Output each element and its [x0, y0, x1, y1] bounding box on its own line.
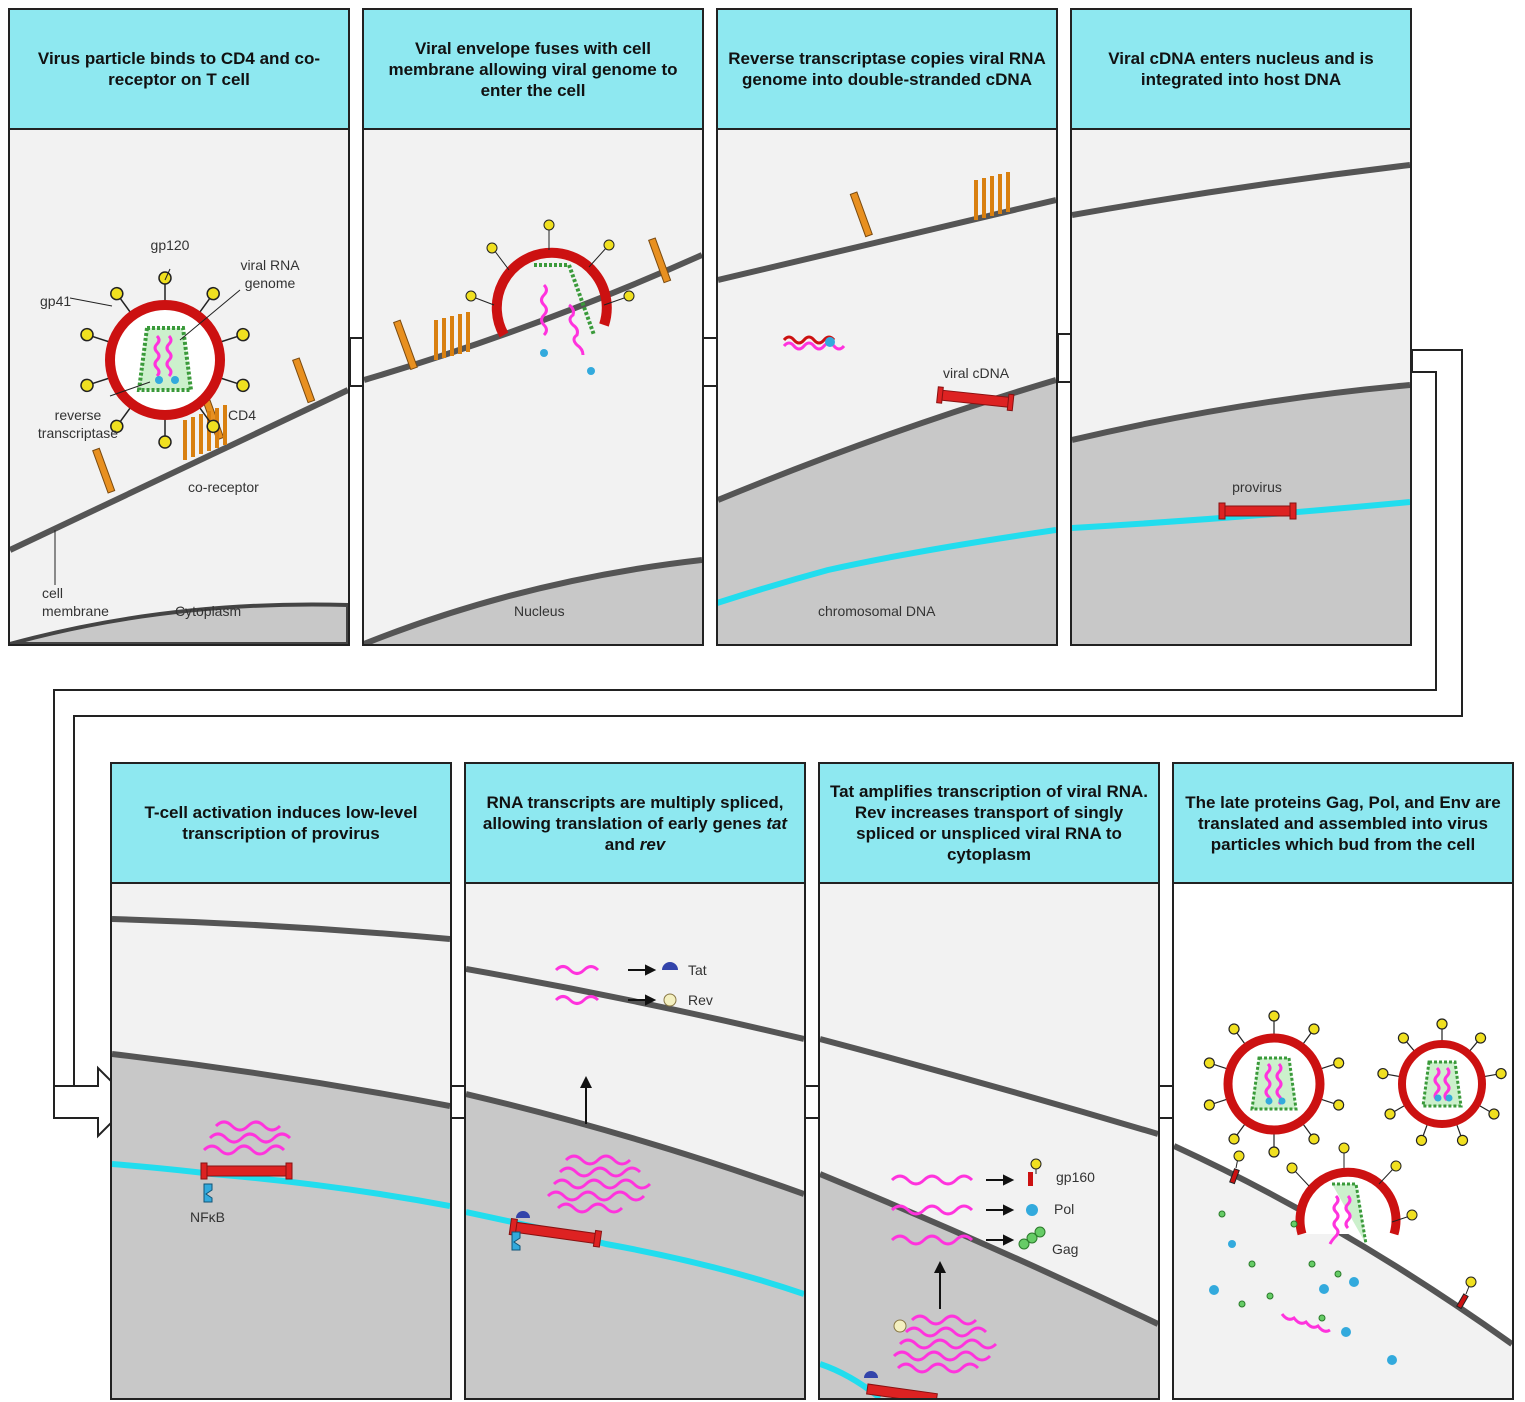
- step-1-caption: Virus particle binds to CD4 and co-recep…: [10, 10, 348, 130]
- gp160-label: gp160: [1056, 1169, 1095, 1185]
- step-5-caption: T-cell activation induces low-level tran…: [112, 764, 450, 884]
- viral-rna: [542, 285, 547, 335]
- cell-membrane-label: cell: [42, 585, 63, 601]
- provirus-label: provirus: [1232, 479, 1282, 495]
- chromosomal-dna-label: chromosomal DNA: [818, 603, 936, 619]
- step-8-panel: The late proteins Gag, Pol, and Env are …: [1172, 762, 1514, 1400]
- step-1-illustration: gp120 viral RNA genome gp41 reverse tran…: [10, 130, 348, 644]
- gp41-label: gp41: [40, 293, 71, 309]
- cell-membrane-label-2: membrane: [42, 603, 109, 619]
- arrow-up-icon: [580, 1076, 592, 1088]
- reverse-transcriptase-label-2: transcriptase: [38, 425, 118, 441]
- cell-membrane: [112, 919, 450, 939]
- nfkb-label: NFκB: [190, 1209, 225, 1225]
- step-6-panel: RNA transcripts are multiply spliced, al…: [464, 762, 806, 1400]
- reverse-transcriptase-label: reverse: [55, 407, 102, 423]
- step-4-caption: Viral cDNA enters nucleus and is integra…: [1072, 10, 1410, 130]
- rev-protein-icon: [894, 1320, 906, 1332]
- rna-dna-hybrid: [784, 337, 844, 349]
- pol-label: Pol: [1054, 1201, 1074, 1217]
- step-8-caption: The late proteins Gag, Pol, and Env are …: [1174, 764, 1512, 884]
- step-3-caption: Reverse transcriptase copies viral RNA g…: [718, 10, 1056, 130]
- nucleus-region: [112, 1054, 450, 1398]
- gag-icon: [1019, 1227, 1045, 1249]
- nucleus-region: [364, 560, 702, 644]
- step-2-panel: Viral envelope fuses with cell membrane …: [362, 8, 704, 646]
- co-receptor-label: co-receptor: [188, 479, 259, 495]
- step-1-panel: Virus particle binds to CD4 and co-recep…: [8, 8, 350, 646]
- cytoplasm-label: Cytoplasm: [175, 603, 241, 619]
- tat-label: Tat: [688, 962, 707, 978]
- rev-label: Rev: [688, 992, 713, 1008]
- step-2-caption: Viral envelope fuses with cell membrane …: [364, 10, 702, 130]
- cell-membrane: [1072, 165, 1410, 215]
- co-receptor: [436, 312, 468, 360]
- viral-rna-label: viral RNA: [240, 257, 300, 273]
- step-3-panel: Reverse transcriptase copies viral RNA g…: [716, 8, 1058, 646]
- nucleus-label: Nucleus: [514, 603, 565, 619]
- cell-membrane: [820, 1039, 1158, 1134]
- viral-cdna-label: viral cDNA: [943, 365, 1010, 381]
- step-7-caption: Tat amplifies transcription of viral RNA…: [820, 764, 1158, 884]
- rev-protein-icon: [664, 994, 676, 1006]
- cd4-label: CD4: [228, 407, 256, 423]
- step-7-panel: Tat amplifies transcription of viral RNA…: [818, 762, 1160, 1400]
- tat-protein-icon: [662, 962, 678, 970]
- cell-membrane: [718, 200, 1056, 280]
- reverse-transcriptase: [155, 376, 163, 384]
- step-6-caption: RNA transcripts are multiply spliced, al…: [466, 764, 804, 884]
- gp160-icon: [1028, 1159, 1041, 1186]
- rev-gene: rev: [640, 835, 666, 854]
- nucleus-region: [820, 1174, 1158, 1398]
- cell-membrane: [466, 969, 804, 1039]
- cd4-receptor: [850, 192, 872, 237]
- step-4-panel: Viral cDNA enters nucleus and is integra…: [1070, 8, 1412, 646]
- pol-proteins: [1209, 1240, 1397, 1365]
- pol-icon: [1026, 1204, 1038, 1216]
- fusing-virus: [466, 220, 634, 375]
- step-5-panel: T-cell activation induces low-level tran…: [110, 762, 452, 1400]
- gag-label: Gag: [1052, 1241, 1078, 1257]
- tat-gene: tat: [766, 814, 787, 833]
- viral-rna-label-2: genome: [245, 275, 296, 291]
- gp120-label: gp120: [151, 237, 190, 253]
